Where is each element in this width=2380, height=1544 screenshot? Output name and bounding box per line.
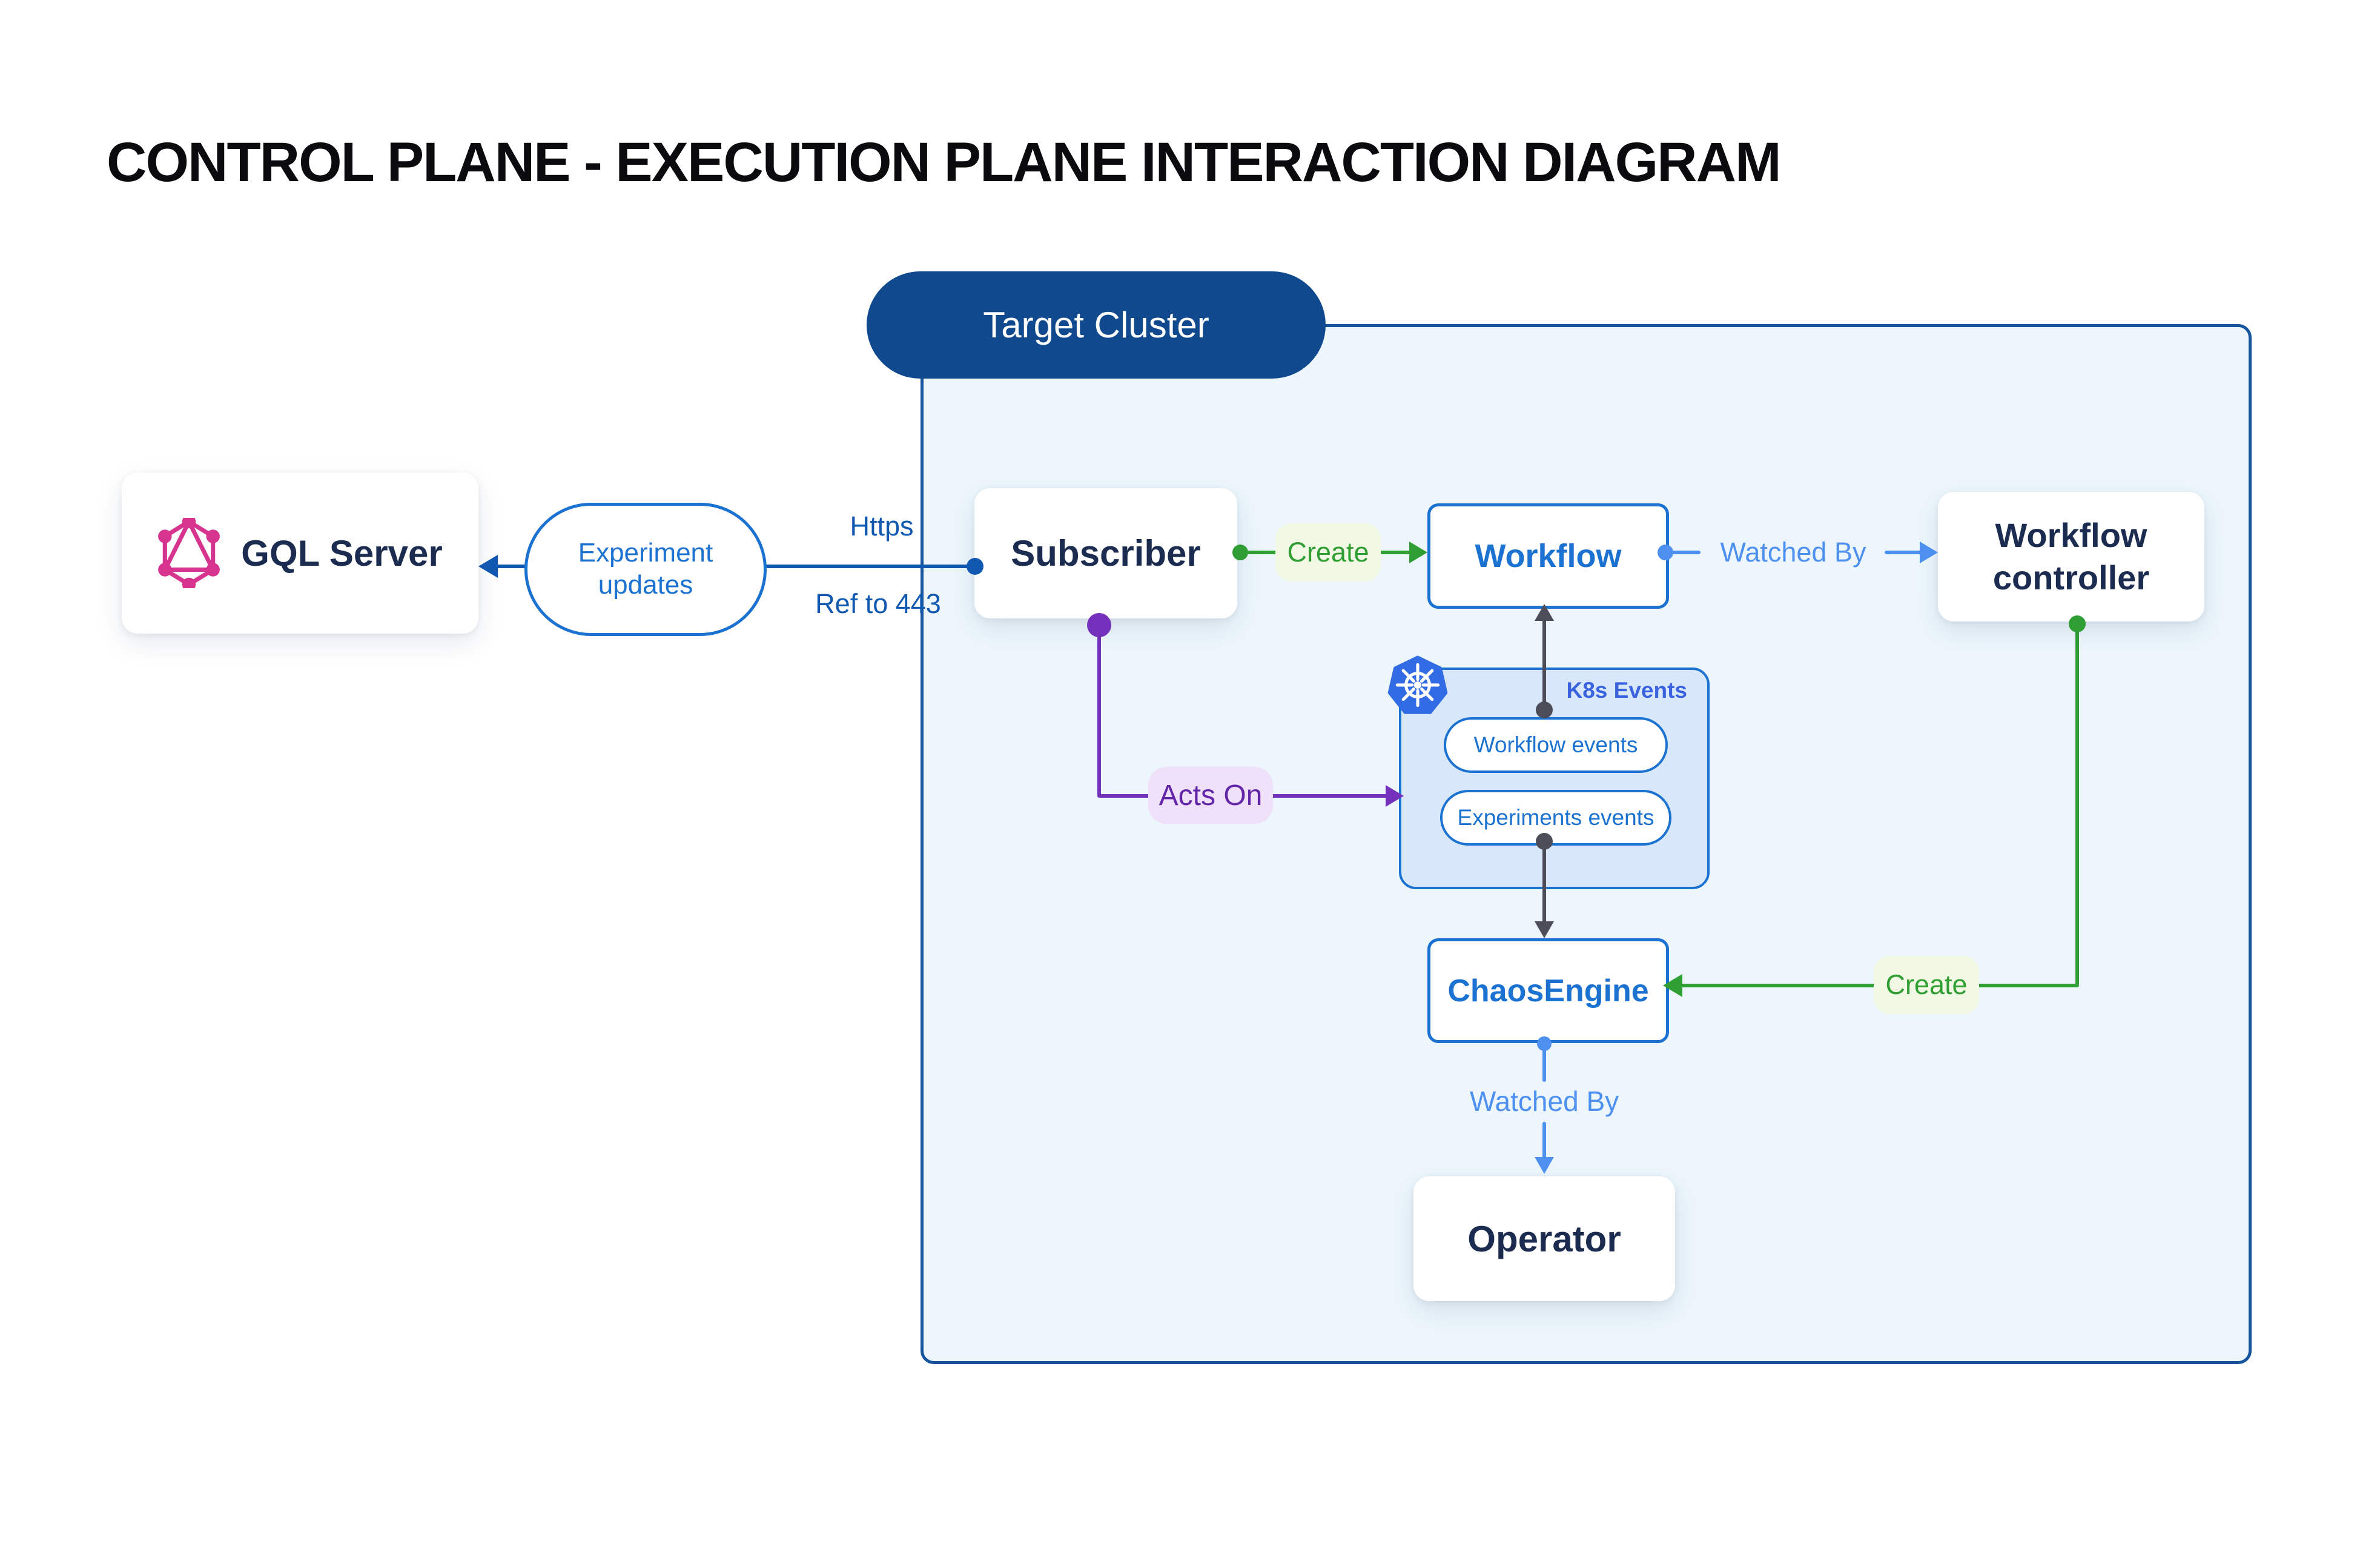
experiment-updates-label: Experiment updates — [578, 538, 713, 600]
k8s-events-title: K8s Events — [1566, 678, 1688, 703]
connector-dot-subscriber-bottom — [1087, 613, 1111, 637]
kubernetes-logo-icon — [1387, 654, 1449, 721]
arrowhead-into-workflow-controller — [1920, 542, 1938, 563]
watched-by-line-right — [1885, 551, 1921, 554]
connector-dot-workflow-right — [1658, 545, 1673, 560]
experiments-events-pill: Experiments events — [1440, 790, 1671, 846]
gql-server-node: GQL Server — [122, 472, 478, 634]
events-chaosengine-link-line — [1542, 841, 1546, 923]
target-cluster-pill: Target Cluster — [867, 271, 1326, 379]
arrowhead-into-k8s-events — [1386, 785, 1404, 807]
watched-by-operator-line-bottom — [1542, 1122, 1546, 1158]
watched-by-line-left — [1667, 551, 1701, 554]
watched-by-operator-label: Watched By — [1469, 1085, 1619, 1117]
connector-dot-experiments-events-bottom — [1536, 833, 1553, 850]
chaosengine-label: ChaosEngine — [1447, 973, 1649, 1009]
operator-node: Operator — [1413, 1176, 1675, 1301]
watched-by-operator-line-top — [1542, 1044, 1546, 1082]
experiment-updates-pill: Experiment updates — [524, 503, 767, 636]
gql-server-label: GQL Server — [241, 532, 443, 574]
target-cluster-label: Target Cluster — [983, 305, 1209, 345]
workflow-node: Workflow — [1427, 503, 1669, 609]
workflow-events-pill: Workflow events — [1444, 717, 1668, 773]
watched-by-workflow-label: Watched By — [1720, 537, 1866, 568]
workflow-controller-label: Workflow controller — [1992, 516, 2150, 597]
ref-to-443-label: Ref to 443 — [815, 588, 941, 619]
https-label: Https — [850, 511, 914, 542]
arrowhead-into-gql-server — [478, 555, 498, 578]
subscriber-label: Subscriber — [1011, 533, 1201, 574]
k8s-events-box — [1399, 668, 1710, 889]
operator-label: Operator — [1467, 1218, 1621, 1259]
connector-dot-workflow-events-top — [1536, 701, 1553, 718]
workflow-label: Workflow — [1475, 538, 1622, 574]
acts-on-vertical-line — [1097, 625, 1101, 796]
connector-dot-chaosengine-bottom — [1537, 1036, 1552, 1051]
subscriber-node: Subscriber — [974, 488, 1237, 618]
connector-dot-subscriber-right — [1232, 545, 1248, 560]
workflow-controller-node: Workflow controller — [1938, 492, 2204, 621]
page-title: CONTROL PLANE - EXECUTION PLANE INTERACT… — [107, 131, 1782, 193]
workflow-events-link-line — [1542, 618, 1546, 710]
arrowhead-into-workflow — [1409, 542, 1427, 563]
create-workflow-label: Create — [1275, 523, 1381, 581]
connector-dot-controller-bottom — [2069, 615, 2086, 632]
arrowhead-into-operator — [1535, 1157, 1554, 1174]
acts-on-label: Acts On — [1148, 767, 1273, 824]
chaosengine-node: ChaosEngine — [1427, 938, 1669, 1043]
arrowhead-down-into-chaosengine — [1535, 921, 1554, 938]
arrowhead-up-into-workflow — [1535, 604, 1554, 621]
arrowhead-into-chaosengine-right — [1663, 974, 1682, 997]
graphql-logo-icon — [157, 518, 220, 588]
create-chaosengine-vertical-line — [2075, 624, 2079, 986]
connector-dot-subscriber-left — [967, 558, 983, 575]
create-chaosengine-label: Create — [1874, 956, 1979, 1014]
